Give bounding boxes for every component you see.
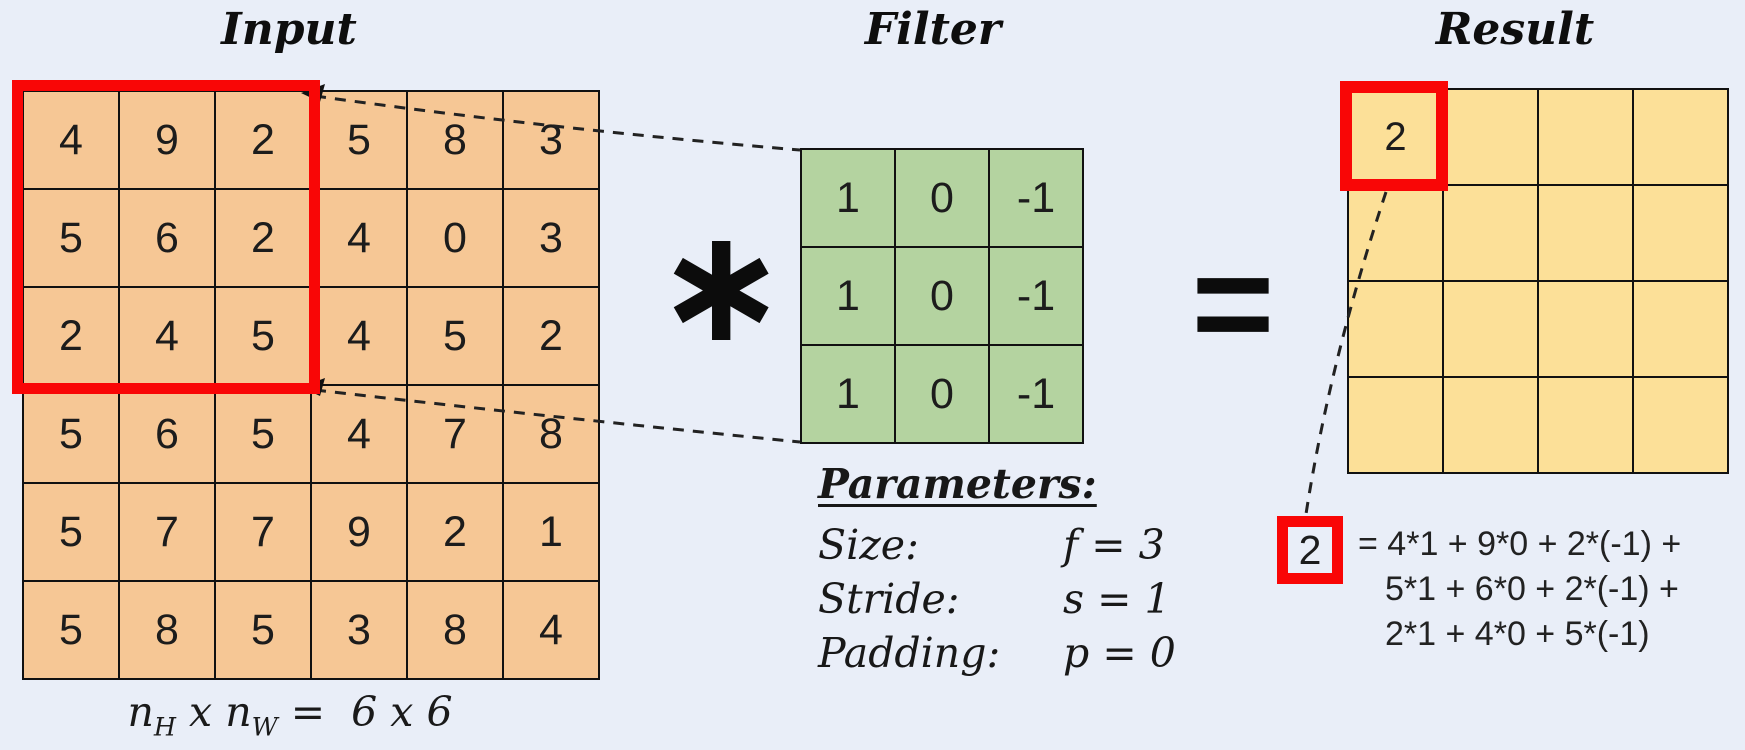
matrix-cell: [1634, 186, 1727, 280]
matrix-cell: 5: [312, 92, 406, 188]
matrix-cell: 4: [120, 288, 214, 384]
matrix-cell: [1349, 186, 1442, 280]
parameter-padding: Padding: p = 0: [818, 626, 1176, 680]
matrix-cell: 0: [408, 190, 502, 286]
matrix-cell: 2: [24, 288, 118, 384]
result-value-box: 2: [1277, 516, 1343, 584]
matrix-cell: [1539, 90, 1632, 184]
caption-x-n: x n: [176, 688, 252, 736]
matrix-cell: 1: [802, 346, 894, 442]
matrix-cell: [1444, 282, 1537, 376]
matrix-cell: 9: [312, 484, 406, 580]
caption-sub-h: H: [153, 711, 177, 742]
parameters-heading: Parameters:: [818, 460, 1097, 508]
matrix-cell: 5: [216, 288, 310, 384]
matrix-cell: 5: [24, 484, 118, 580]
matrix-cell: 7: [216, 484, 310, 580]
matrix-cell: 0: [896, 346, 988, 442]
input-title: Input: [221, 4, 357, 55]
matrix-cell: 5: [408, 288, 502, 384]
filter-title: Filter: [864, 4, 1002, 55]
calculation-line-2: 5*1 + 6*0 + 2*(-1) +: [1385, 570, 1679, 608]
matrix-cell: [1444, 378, 1537, 472]
matrix-cell: [1444, 90, 1537, 184]
calculation-line-3: 2*1 + 4*0 + 5*(-1): [1385, 615, 1650, 653]
matrix-cell: [1634, 90, 1727, 184]
result-cell-highlight: [1340, 81, 1448, 191]
matrix-cell: [1634, 378, 1727, 472]
matrix-cell: 4: [312, 386, 406, 482]
parameter-padding-value: p = 0: [1063, 629, 1176, 677]
matrix-cell: -1: [990, 346, 1082, 442]
matrix-cell: [1539, 378, 1632, 472]
matrix-cell: 0: [896, 248, 988, 344]
matrix-cell: 2: [216, 190, 310, 286]
result-title: Result: [1435, 4, 1595, 55]
matrix-cell: -1: [990, 150, 1082, 246]
matrix-cell: 3: [504, 92, 598, 188]
matrix-cell: 6: [120, 190, 214, 286]
matrix-cell: 2: [216, 92, 310, 188]
caption-sub-w: W: [251, 711, 278, 742]
matrix-cell: 4: [24, 92, 118, 188]
matrix-cell: 5: [24, 190, 118, 286]
matrix-cell: 5: [216, 582, 310, 678]
matrix-cell: 0: [896, 150, 988, 246]
equals-operator: =: [1191, 224, 1275, 383]
caption-n-h: n: [127, 688, 154, 736]
matrix-cell: 8: [504, 386, 598, 482]
input-window-highlight: [12, 80, 320, 394]
calculation-line-1: = 4*1 + 9*0 + 2*(-1) +: [1358, 525, 1682, 563]
matrix-cell: [1634, 282, 1727, 376]
matrix-cell: 5: [24, 386, 118, 482]
matrix-cell: 5: [24, 582, 118, 678]
matrix-cell: -1: [990, 248, 1082, 344]
input-dimensions-caption: nH x nW = 6 x 6: [70, 688, 510, 742]
matrix-cell: 8: [120, 582, 214, 678]
matrix-cell: 9: [120, 92, 214, 188]
convolution-operator: ∗: [655, 194, 788, 378]
parameter-size: Size: f = 3: [818, 518, 1176, 572]
matrix-cell: [1539, 282, 1632, 376]
matrix-cell: 2: [408, 484, 502, 580]
matrix-cell: 1: [802, 150, 894, 246]
matrix-cell: 3: [312, 582, 406, 678]
matrix-cell: 8: [408, 92, 502, 188]
parameter-stride-value: s = 1: [1063, 575, 1171, 623]
matrix-cell: 3: [504, 190, 598, 286]
matrix-cell: [1539, 186, 1632, 280]
parameter-stride: Stride: s = 1: [818, 572, 1176, 626]
matrix-cell: [1349, 282, 1442, 376]
matrix-cell: 7: [408, 386, 502, 482]
calculation-text: = 4*1 + 9*0 + 2*(-1) + 5*1 + 6*0 + 2*(-1…: [1358, 522, 1681, 657]
matrix-cell: 6: [120, 386, 214, 482]
matrix-cell: 5: [216, 386, 310, 482]
parameter-padding-label: Padding:: [818, 629, 1001, 677]
matrix-cell: 4: [504, 582, 598, 678]
parameter-stride-label: Stride:: [818, 575, 960, 623]
matrix-cell: 2: [504, 288, 598, 384]
parameter-size-value: f = 3: [1063, 521, 1165, 569]
matrix-cell: 4: [312, 288, 406, 384]
caption-equals-6x6: = 6 x 6: [277, 688, 453, 736]
matrix-cell: 7: [120, 484, 214, 580]
parameters-panel: Parameters: Size: f = 3 Stride: s = 1 Pa…: [818, 460, 1176, 680]
matrix-cell: 1: [504, 484, 598, 580]
matrix-cell: 8: [408, 582, 502, 678]
matrix-cell: [1349, 378, 1442, 472]
matrix-cell: 2: [1349, 90, 1442, 184]
matrix-cell: [1444, 186, 1537, 280]
matrix-cell: 4: [312, 190, 406, 286]
parameter-size-label: Size:: [818, 521, 919, 569]
matrix-cell: 1: [802, 248, 894, 344]
